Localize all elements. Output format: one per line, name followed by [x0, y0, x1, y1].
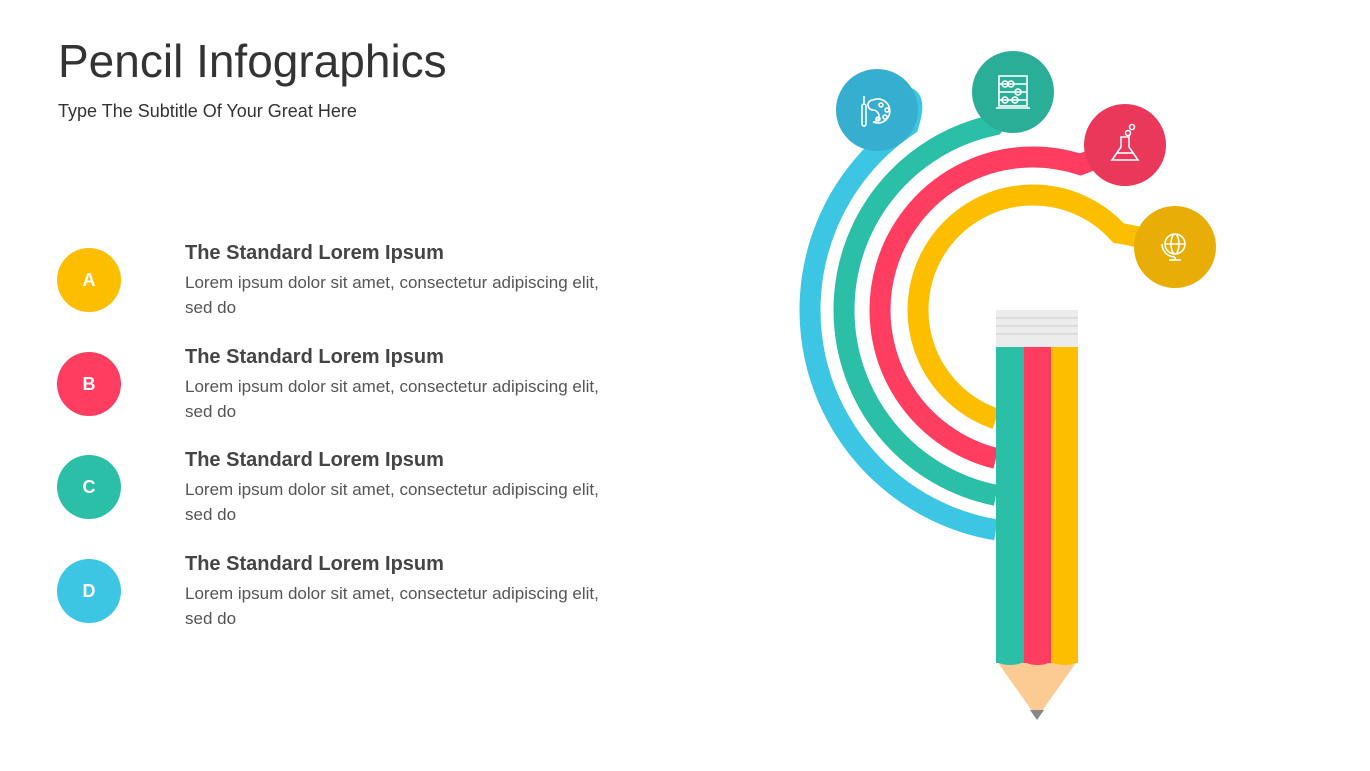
flask-icon	[1110, 123, 1140, 161]
page-subtitle: Type The Subtitle Of Your Great Here	[58, 101, 357, 121]
item-body: Lorem ipsum dolor sit amet, consectetur …	[185, 584, 599, 628]
item-heading: The Standard Lorem Ipsum	[185, 449, 444, 471]
badge-d: D	[57, 559, 121, 623]
icon-circle-a	[1134, 206, 1216, 288]
item-body: Lorem ipsum dolor sit amet, consectetur …	[185, 273, 599, 317]
list-item-d: D The Standard Lorem Ipsum Lorem ipsum d…	[57, 553, 617, 649]
list-item-b: B The Standard Lorem Ipsum Lorem ipsum d…	[57, 346, 617, 442]
arc-b	[869, 135, 1131, 469]
item-body: Lorem ipsum dolor sit amet, consectetur …	[185, 480, 599, 524]
item-heading: The Standard Lorem Ipsum	[185, 553, 444, 575]
pencil-tip	[996, 660, 1078, 718]
page-title: Pencil Infographics	[58, 35, 447, 87]
pencil-stripe-teal	[996, 347, 1024, 663]
item-body: Lorem ipsum dolor sit amet, consectetur …	[185, 377, 599, 421]
icon-circle-b	[1084, 104, 1166, 186]
pencil-stripe-red	[1024, 347, 1051, 663]
list-item-a: A The Standard Lorem Ipsum Lorem ipsum d…	[57, 242, 617, 338]
item-heading: The Standard Lorem Ipsum	[185, 346, 444, 368]
item-heading: The Standard Lorem Ipsum	[185, 242, 444, 264]
palette-icon	[861, 96, 891, 127]
badge-a: A	[57, 248, 121, 312]
arc-a	[907, 184, 1179, 429]
pencil-lead	[1030, 710, 1044, 720]
list-item-c: C The Standard Lorem Ipsum Lorem ipsum d…	[57, 449, 617, 545]
badge-b: B	[57, 352, 121, 416]
pencil-eraser	[996, 310, 1078, 348]
globe-icon	[1161, 233, 1186, 261]
abacus-icon	[996, 75, 1030, 109]
icon-circle-d	[836, 69, 918, 151]
pencil-stripe-yellow	[1051, 347, 1078, 663]
badge-c: C	[57, 455, 121, 519]
